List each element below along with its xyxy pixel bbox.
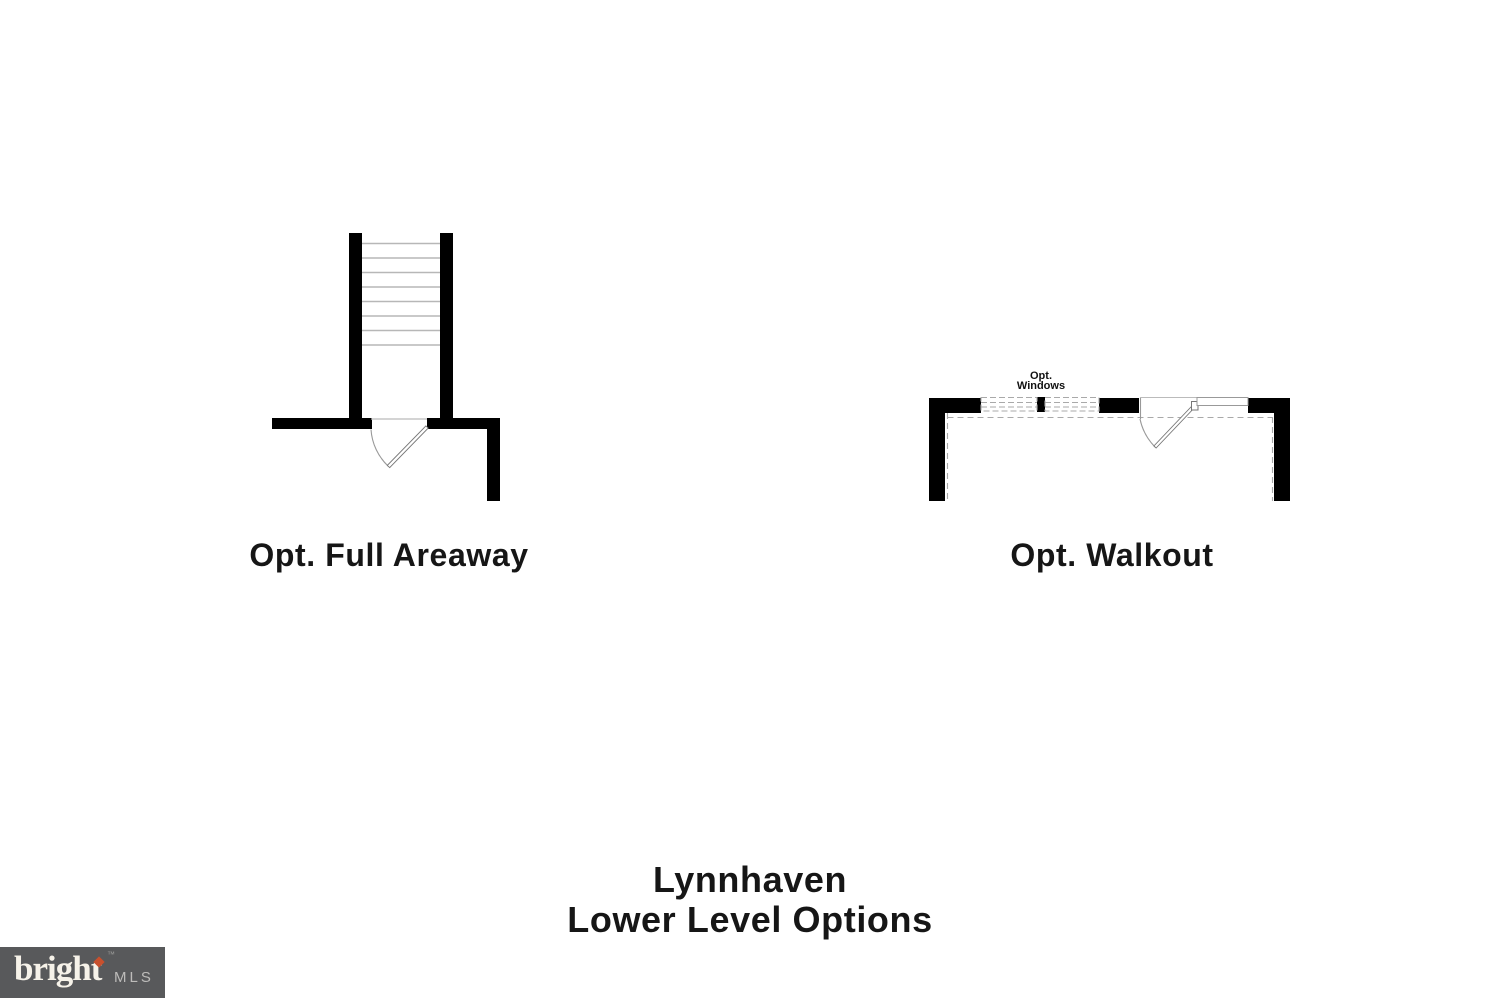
walkout-left-wall [929, 398, 945, 501]
areaway-left-wall [272, 418, 372, 429]
walkout-right-wall [1274, 398, 1290, 501]
stair-treads [362, 242, 440, 346]
logo-mls-text: MLS [114, 969, 154, 986]
walkout-window-mullion [1037, 397, 1045, 412]
opt-windows-label-line1: Opt. [1030, 370, 1052, 382]
walkout-top-wall-left [929, 398, 981, 413]
stair-left-wall [349, 233, 362, 429]
walkout-door-leaf [1153, 405, 1195, 449]
walkout-interior-dashed-outline [946, 413, 1274, 501]
opt-windows-label-line2: Windows [1016, 380, 1066, 392]
opt-window-1 [980, 396, 1038, 412]
opt-window-2 [1044, 396, 1100, 412]
walkout-opt-windows [980, 396, 1100, 412]
logo-brand-text: bright [14, 949, 102, 988]
stair-right-wall [440, 233, 453, 418]
walkout-plan [929, 396, 1290, 501]
areaway-right-wall-return [487, 418, 500, 501]
areaway-right-wall [427, 418, 497, 429]
plan-title-line1: Lynnhaven [652, 859, 848, 900]
walkout-top-wall-middle [1099, 398, 1139, 413]
walkout-caption: Opt. Walkout [1010, 537, 1214, 573]
areaway-caption: Opt. Full Areaway [249, 537, 529, 573]
plan-title-line2: Lower Level Options [567, 899, 933, 940]
areaway-door-swing-arc [370, 429, 389, 467]
areaway-plan [272, 233, 500, 501]
plan-title: Lynnhaven Lower Level Options [450, 860, 1050, 940]
walkout-door-swing-arc [1139, 418, 1156, 448]
brightmls-logo: bright ™ MLS [0, 947, 165, 998]
opt-windows-label: Opt. Windows [991, 370, 1091, 392]
walkout-door-sidelite [1196, 397, 1249, 406]
trademark-symbol: ™ [107, 950, 115, 959]
areaway-door-leaf [386, 425, 429, 469]
